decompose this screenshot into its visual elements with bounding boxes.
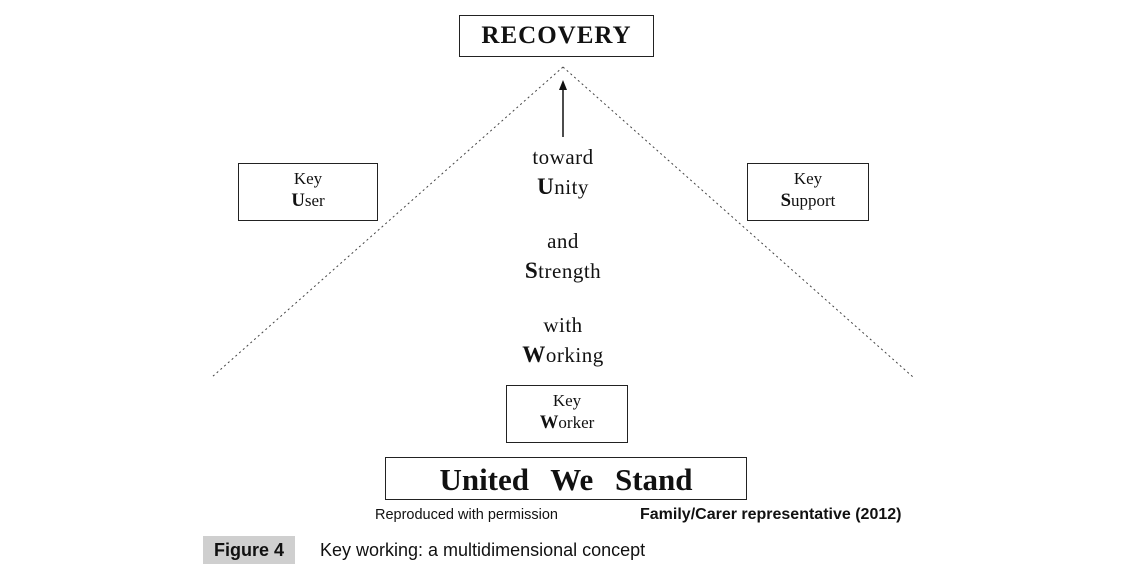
phrase-toward-unity: toward Unity: [463, 143, 663, 202]
phrase-and-strength: and Strength: [463, 227, 663, 286]
phrase-1-lead: toward: [532, 145, 594, 169]
key-worker-line2: Worker: [507, 412, 627, 434]
phrase-3-rest: orking: [545, 343, 604, 367]
key-support-line1: Key: [793, 169, 823, 188]
key-user-initial: U: [291, 190, 305, 211]
credit-reproduced: Reproduced with permission: [375, 507, 558, 523]
phrase-1-rest: nity: [554, 175, 589, 199]
phrase-1-initial: U: [537, 173, 555, 199]
credit-family-carer: Family/Carer representative (2012): [640, 506, 902, 523]
phrase-1-word: Unity: [463, 172, 663, 202]
figure-label: Figure 4: [203, 536, 295, 564]
key-worker-rest: orker: [558, 413, 595, 432]
phrase-3-initial: W: [522, 341, 546, 367]
united-we-stand-box: United We Stand: [385, 457, 747, 500]
figure-caption: Key working: a multidimensional concept: [320, 540, 646, 560]
phrase-2-initial: S: [524, 257, 539, 283]
key-worker-initial: W: [539, 412, 559, 433]
left-dotted-slope: [211, 66, 564, 378]
key-user-line1: Key: [293, 169, 323, 188]
phrase-with-working: with Working: [463, 311, 663, 370]
key-support-line2: Support: [748, 190, 868, 212]
united-we-stand-label: United We Stand: [439, 462, 693, 497]
phrase-2-rest: trength: [538, 259, 602, 283]
key-user-rest: ser: [304, 191, 325, 210]
recovery-label: RECOVERY: [481, 22, 632, 49]
arrow-head: [559, 80, 567, 90]
key-worker-line1: Key: [552, 391, 582, 410]
key-worker-box: Key Worker: [506, 385, 628, 443]
key-user-box: Key User: [238, 163, 378, 221]
recovery-box: RECOVERY: [459, 15, 654, 57]
phrase-3-lead: with: [543, 313, 583, 337]
phrase-2-word: Strength: [463, 256, 663, 286]
phrase-2-lead: and: [547, 229, 579, 253]
phrase-3-word: Working: [463, 340, 663, 370]
key-user-line2: User: [239, 190, 377, 212]
key-support-initial: S: [780, 190, 791, 211]
key-support-rest: upport: [791, 191, 836, 210]
key-support-box: Key Support: [747, 163, 869, 221]
